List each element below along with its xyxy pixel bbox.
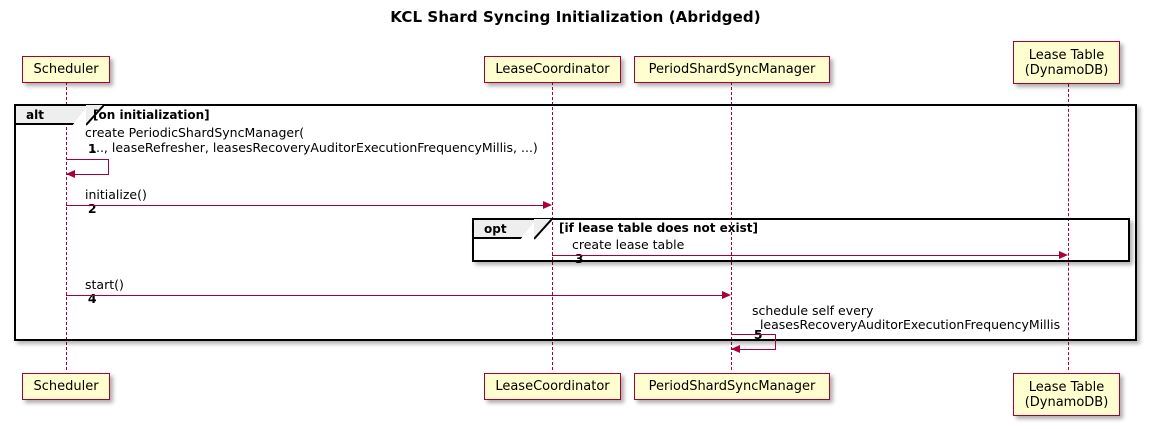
message-5-text-line2: leasesRecoveryAuditorExecutionFrequencyM… (752, 317, 1061, 332)
message-5-text-line1: schedule self every (752, 303, 874, 318)
page-title: KCL Shard Syncing Initialization (Abridg… (390, 8, 761, 26)
message-1-text-line1: create PeriodicShardSyncManager( (85, 125, 305, 140)
message-4-number: 4 (87, 291, 97, 306)
message-2-line (66, 205, 544, 206)
participant-periodshardsyncmanager-top[interactable]: PeriodShardSyncManager (634, 56, 830, 83)
message-4-text: start() (85, 277, 124, 292)
lifeline-leasecoordinator (552, 82, 553, 370)
message-4-line (66, 295, 723, 296)
lifeline-scheduler (66, 82, 67, 370)
participant-leasetable-top[interactable]: Lease Table (DynamoDB) (1013, 41, 1120, 84)
message-1-number: 1 (87, 141, 97, 156)
fragment-opt-fold-icon (534, 219, 552, 240)
participant-leasecoordinator-top[interactable]: LeaseCoordinator (484, 56, 621, 83)
participant-scheduler-bottom[interactable]: Scheduler (22, 373, 110, 400)
fragment-alt-guard: [on initialization] (93, 108, 210, 122)
message-4-arrowhead (722, 290, 731, 299)
participant-scheduler-top[interactable]: Scheduler (22, 56, 110, 83)
message-3-arrowhead (1059, 250, 1068, 259)
fragment-alt-tab: alt (16, 105, 88, 126)
message-5-self-loop (732, 334, 776, 350)
message-1-text-line2: ..., leaseRefresher, leasesRecoveryAudit… (92, 140, 538, 155)
fragment-opt-tab: opt (474, 219, 536, 240)
message-3-number: 3 (574, 251, 584, 266)
fragment-opt: opt (472, 218, 1130, 262)
lifeline-periodshardsyncmanager (731, 82, 732, 370)
lifeline-leasetable (1068, 84, 1069, 370)
fragment-opt-guard: [if lease table does not exist] (559, 221, 759, 235)
message-3-line (552, 255, 1060, 256)
message-1-label: 1 (72, 128, 97, 170)
message-5-arrowhead (731, 345, 740, 353)
message-1-arrowhead (66, 170, 75, 178)
message-2-arrowhead (543, 200, 552, 209)
message-1-self-loop (67, 159, 109, 175)
message-2-number: 2 (87, 201, 97, 216)
participant-leasetable-bottom[interactable]: Lease Table (DynamoDB) (1013, 373, 1120, 416)
participant-periodshardsyncmanager-bottom[interactable]: PeriodShardSyncManager (634, 373, 830, 400)
message-2-text: initialize() (85, 187, 147, 202)
participant-leasecoordinator-bottom[interactable]: LeaseCoordinator (484, 373, 621, 400)
message-3-text: create lease table (572, 237, 685, 252)
